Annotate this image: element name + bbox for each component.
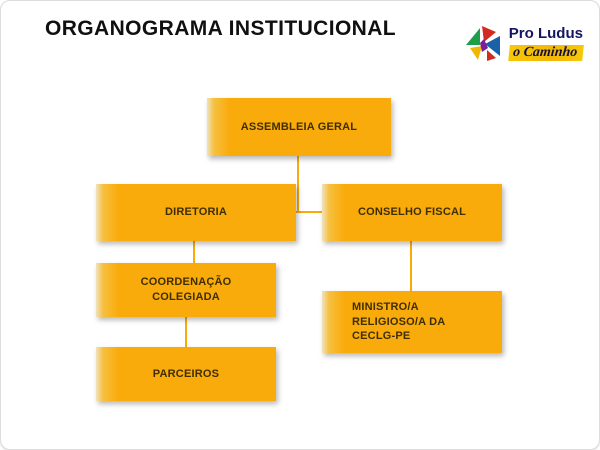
- org-node-ministro-religioso: MINISTRO/A RELIGIOSO/A DA CECLG-PE: [322, 291, 502, 353]
- connector-diretoria-coordenacao: [193, 241, 195, 264]
- org-node-parceiros: PARCEIROS: [96, 347, 276, 401]
- org-node-diretoria: DIRETORIA: [96, 184, 296, 241]
- org-node-label: DIRETORIA: [164, 206, 228, 219]
- org-node-label: MINISTRO/A RELIGIOSO/A DA CECLG-PE: [352, 300, 446, 343]
- logo-tagline: o Caminho: [507, 44, 584, 61]
- connector-coordenacao-parceiros: [185, 317, 187, 348]
- logo-text: Pro Ludus o Caminho: [507, 23, 584, 61]
- logo: Pro Ludus o Caminho: [463, 23, 584, 67]
- logo-name: Pro Ludus: [508, 25, 583, 42]
- connector-assembleia-down: [297, 156, 299, 213]
- org-node-label: CONSELHO FISCAL: [357, 206, 467, 219]
- page-title: ORGANOGRAMA INSTITUCIONAL: [45, 17, 397, 40]
- connector-diretoria-conselho: [294, 211, 324, 213]
- org-node-coordenacao-colegiada: COORDENAÇÃO COLEGIADA: [96, 263, 276, 317]
- org-node-label: ASSEMBLEIA GERAL: [240, 120, 358, 133]
- pro-ludus-logo-icon: [463, 23, 503, 67]
- org-node-label: COORDENAÇÃO COLEGIADA: [140, 276, 232, 303]
- org-node-assembleia-geral: ASSEMBLEIA GERAL: [207, 98, 391, 156]
- connector-conselho-ministro: [410, 241, 412, 292]
- org-node-label: PARCEIROS: [152, 367, 220, 380]
- org-node-conselho-fiscal: CONSELHO FISCAL: [322, 184, 502, 241]
